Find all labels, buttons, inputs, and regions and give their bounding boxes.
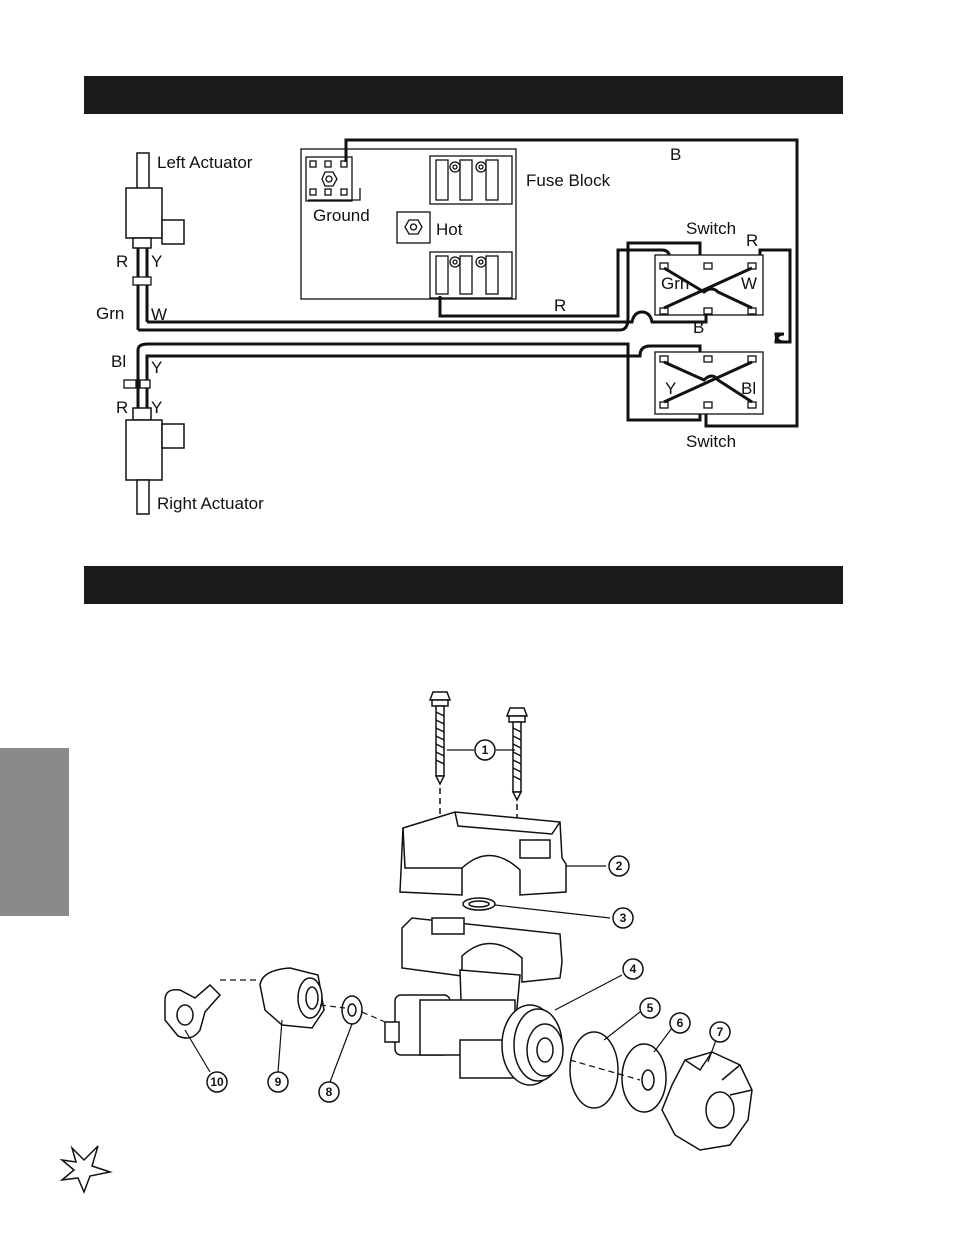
wire-code-y-left-lower: Y xyxy=(151,398,162,417)
label-hot: Hot xyxy=(436,220,463,239)
wire-code-bl-switch: Bl xyxy=(741,379,756,398)
wire-code-y-switch: Y xyxy=(665,379,676,398)
wire-code-r-left-upper: R xyxy=(116,252,128,271)
section-header-bar-wiring xyxy=(84,76,843,114)
svg-text:3: 3 xyxy=(620,911,627,925)
wire-code-r-left-lower: R xyxy=(116,398,128,417)
wire-code-w-switch: W xyxy=(741,274,757,293)
wire-code-b-top: B xyxy=(670,145,681,164)
left-connector xyxy=(132,276,152,286)
wire-code-grn-left: Grn xyxy=(96,304,124,323)
callout-9: 9 xyxy=(267,1071,289,1093)
exploded-parts-view xyxy=(164,691,753,1151)
part-bolt-right xyxy=(505,707,529,802)
part-bolt-left xyxy=(428,691,452,786)
svg-text:8: 8 xyxy=(326,1085,333,1099)
wire-code-b-switch: B xyxy=(693,318,704,337)
right-connector-b xyxy=(139,379,151,389)
label-right-actuator: Right Actuator xyxy=(157,494,264,513)
wire-code-r-top: R xyxy=(746,231,758,250)
label-left-actuator: Left Actuator xyxy=(157,153,253,172)
label-fuse-block: Fuse Block xyxy=(526,171,611,190)
callout-2: 2 xyxy=(608,855,630,877)
side-tab xyxy=(0,748,69,916)
callout-10: 10 xyxy=(206,1071,228,1093)
wire-code-y-left-upper: Y xyxy=(151,252,162,271)
label-switch-bottom: Switch xyxy=(686,432,736,451)
right-actuator xyxy=(125,407,185,515)
section-header-bar-parts xyxy=(84,566,843,604)
svg-text:2: 2 xyxy=(616,859,623,873)
callout-3: 3 xyxy=(612,907,634,929)
left-actuator xyxy=(125,152,185,249)
svg-text:7: 7 xyxy=(717,1025,724,1039)
callout-4: 4 xyxy=(622,958,644,980)
svg-text:10: 10 xyxy=(210,1075,224,1089)
svg-text:9: 9 xyxy=(275,1075,282,1089)
star-logo-icon xyxy=(59,1145,113,1195)
wire-code-grn-switch: Grn xyxy=(661,274,689,293)
callout-7: 7 xyxy=(709,1021,731,1043)
fuse-block xyxy=(300,148,517,300)
wire-code-r-mid: R xyxy=(554,296,566,315)
label-switch-top: Switch xyxy=(686,219,736,238)
wire-code-w-left: W xyxy=(151,305,167,324)
callout-1: 1 xyxy=(474,739,496,761)
callout-8: 8 xyxy=(318,1081,340,1103)
svg-text:5: 5 xyxy=(647,1001,654,1015)
label-ground: Ground xyxy=(313,206,370,225)
svg-text:4: 4 xyxy=(630,962,637,976)
wire-code-y-left-mid: Y xyxy=(151,358,162,377)
callout-6: 6 xyxy=(669,1012,691,1034)
svg-text:1: 1 xyxy=(482,743,489,757)
right-connector-a xyxy=(123,379,137,389)
callout-5: 5 xyxy=(639,997,661,1019)
wire-code-bl-left: Bl xyxy=(111,352,126,371)
svg-text:6: 6 xyxy=(677,1016,684,1030)
